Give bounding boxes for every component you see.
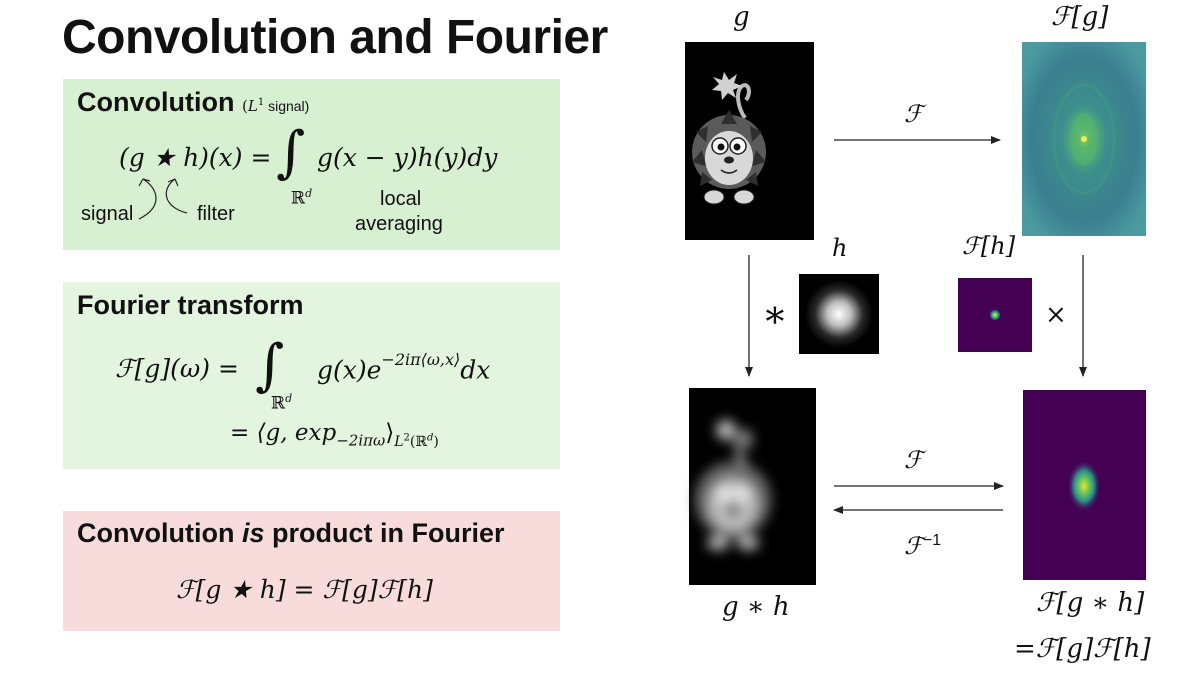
- convolution-operator: ∗: [762, 292, 788, 336]
- fourier-integrand: g(x)e−2iπ⟨ω,x⟩dx: [317, 350, 491, 385]
- product-heading: Convolution is product in Fourier: [77, 518, 505, 548]
- image-fourier-g-conv-h: [1023, 390, 1146, 580]
- convolution-equation-lhs: (g ★ h)(x) =: [119, 143, 272, 172]
- integral-sign: ∫: [276, 120, 306, 185]
- convolution-equation-rhs: g(x − y)h(y)dy: [317, 143, 498, 172]
- product-equation: ℱ[g ★ h] = ℱ[g]ℱ[h]: [176, 575, 433, 604]
- signal-arrow: [138, 178, 157, 220]
- filter-arrow-head: [167, 178, 179, 187]
- image-g-conv-h: [689, 388, 816, 585]
- times-operator: ×: [1045, 300, 1067, 330]
- label-g-conv-h: g ∗ h: [722, 592, 790, 622]
- label-h: h: [832, 234, 848, 262]
- arrow-label-fourier-inverse: ℱ−1: [904, 532, 942, 560]
- image-h: [799, 274, 879, 354]
- convolution-qualifier: (L1 signal): [241, 97, 310, 115]
- label-averaging: averaging: [355, 213, 443, 235]
- annotation-arrows: [138, 178, 188, 220]
- label-fourier-g-conv-h: ℱ[g ∗ h]: [1036, 588, 1145, 618]
- fourier-inner-product: = ⟨g, exp−2iπω⟩L2(ℝd): [230, 420, 439, 450]
- label-signal: signal: [81, 203, 134, 225]
- fourier-panel: Fourier transform ℱ[g](ω) = ∫ ℝd g(x)e−2…: [63, 282, 560, 469]
- fourier-heading: Fourier transform: [77, 290, 304, 320]
- label-fourier-g: ℱ[g]: [1051, 2, 1109, 32]
- integral-domain: ℝd: [291, 187, 313, 209]
- label-g: g: [733, 2, 750, 32]
- convolution-panel: Convolution (L1 signal) (g ★ h)(x) = ∫ ℝ…: [63, 79, 560, 250]
- arrow-label-fourier-bottom: ℱ: [904, 446, 923, 474]
- image-fourier-h: [958, 278, 1032, 352]
- convolution-heading: Convolution (L1 signal): [77, 87, 310, 117]
- arrow-label-fourier-top: ℱ: [904, 100, 923, 128]
- image-g: [685, 42, 814, 240]
- fourier-integral-domain: ℝd: [271, 392, 293, 414]
- label-local: local: [380, 188, 422, 210]
- signal-arrow-head: [138, 178, 151, 187]
- label-filter: filter: [197, 203, 235, 225]
- lion-cartoon: [692, 72, 766, 205]
- label-fourier-product: =ℱ[g]ℱ[h]: [1014, 634, 1151, 664]
- product-panel: Convolution is product in Fourier ℱ[g ★ …: [63, 511, 560, 631]
- fourier-integral-sign: ∫: [255, 333, 285, 398]
- fourier-lhs: ℱ[g](ω) =: [115, 354, 239, 383]
- image-fourier-g: [1022, 42, 1146, 236]
- filter-arrow: [165, 178, 188, 214]
- page-title: Convolution and Fourier: [62, 11, 608, 64]
- label-fourier-h: ℱ[h]: [962, 232, 1016, 260]
